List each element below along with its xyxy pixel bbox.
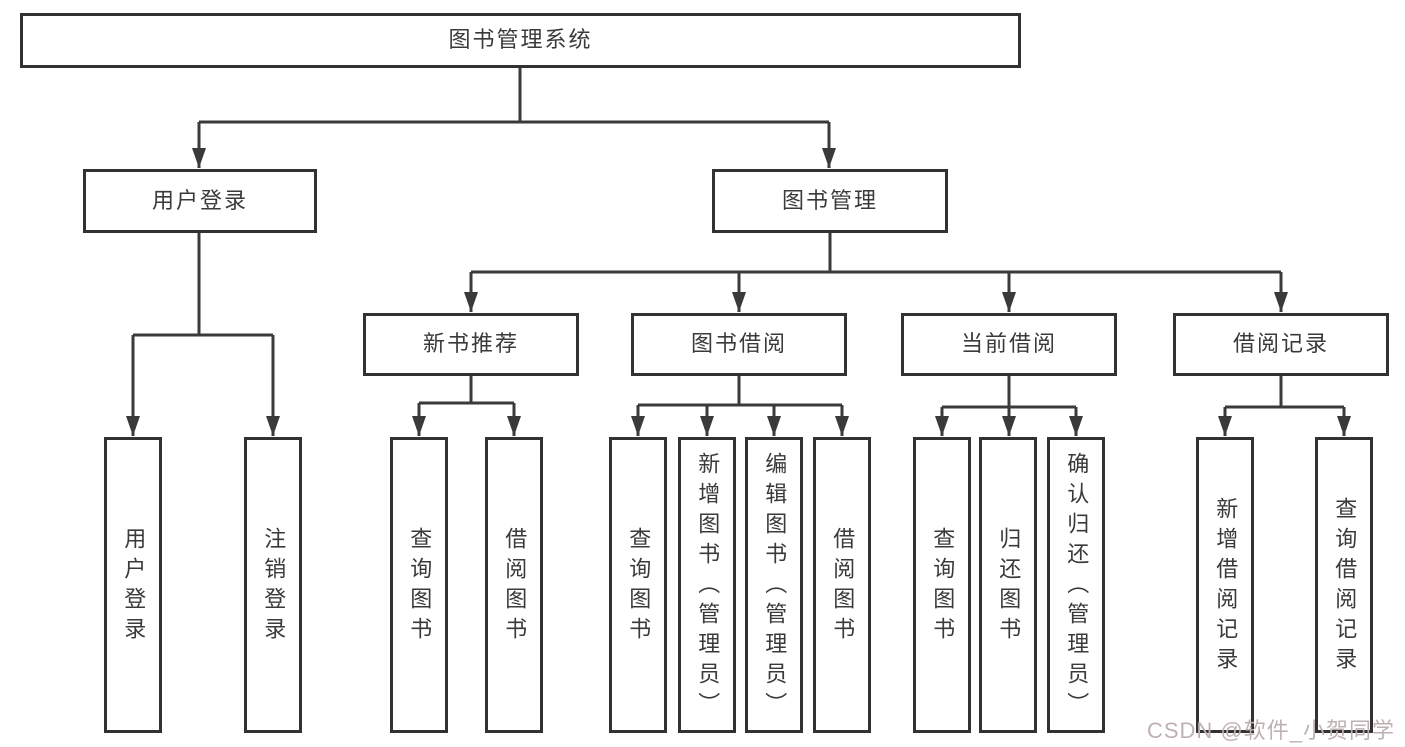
node-root: 图书管理系统 [20,13,1021,68]
leaf-logout: 注销登录 [244,437,302,733]
node-user-login: 用户登录 [83,169,317,233]
leaf-borrow-books-a: 借阅图书 [485,437,543,733]
node-book-borrow: 图书借阅 [631,313,847,376]
leaf-return-books: 归还图书 [979,437,1037,733]
node-borrow-records: 借阅记录 [1173,313,1389,376]
leaf-query-books-a: 查询图书 [390,437,448,733]
leaf-user-login: 用户登录 [104,437,162,733]
leaf-confirm-return-admin: 确认归还（管理员） [1047,437,1105,733]
leaf-edit-books-admin: 编辑图书（管理员） [745,437,803,733]
leaf-query-books-c: 查询图书 [913,437,971,733]
node-current-borrow: 当前借阅 [901,313,1117,376]
node-new-book-recommend: 新书推荐 [363,313,579,376]
leaf-add-borrow-record: 新增借阅记录 [1196,437,1254,733]
csdn-watermark: CSDN @软件_小贺同学 [1146,718,1395,743]
leaf-query-books-b: 查询图书 [609,437,667,733]
leaf-borrow-books-b: 借阅图书 [813,437,871,733]
leaf-add-books-admin: 新增图书（管理员） [678,437,736,733]
node-book-mgmt: 图书管理 [712,169,948,233]
leaf-query-borrow-record: 查询借阅记录 [1315,437,1373,733]
